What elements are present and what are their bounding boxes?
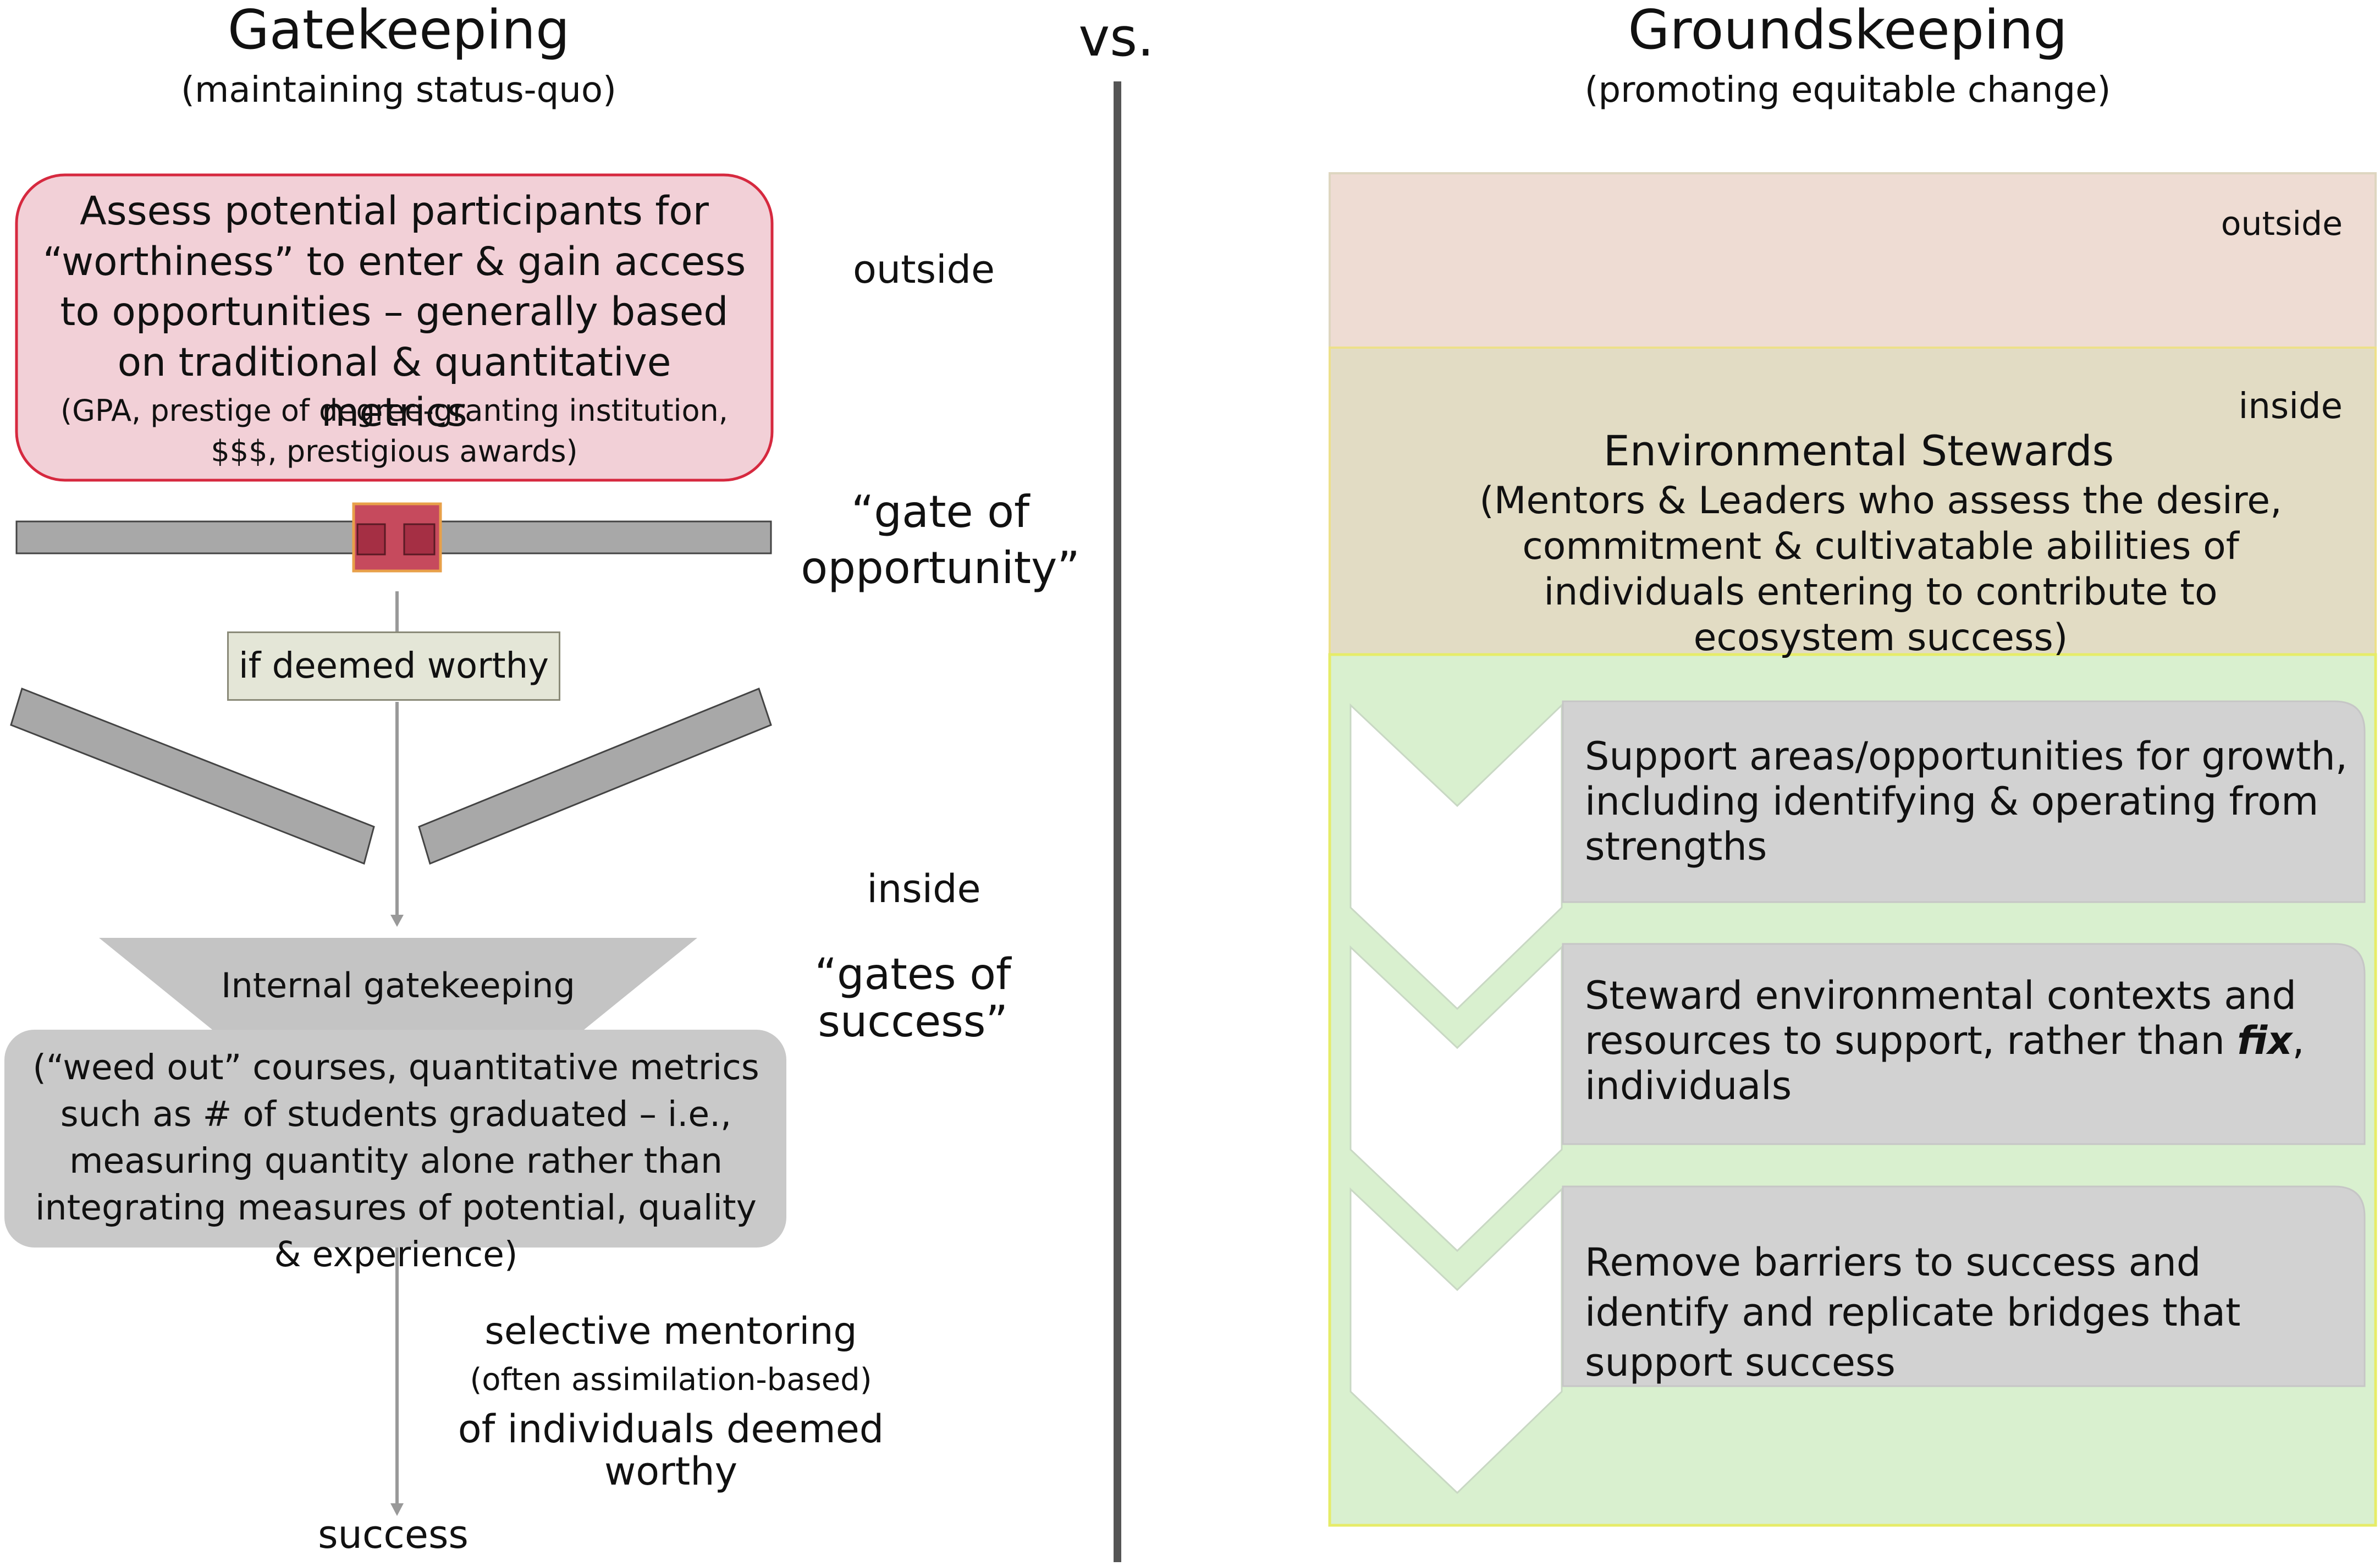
step-2-text: Steward environmental contexts and resou… — [1585, 973, 2349, 1109]
vs-label: vs. — [1078, 7, 1154, 68]
step-box-1 — [1562, 700, 2366, 903]
internal-box-shape — [4, 1030, 786, 1248]
step-box-2 — [1562, 943, 2366, 1145]
step-3-text: Remove barriers to success and identify … — [1585, 1240, 2241, 1385]
if-deemed-worthy-box: if deemed worthy — [227, 631, 560, 701]
chevron-3 — [1349, 1187, 1563, 1494]
mentoring-line-3: of individuals deemed worthy — [458, 1406, 884, 1494]
chevron-2 — [1349, 945, 1563, 1252]
success-label: success — [318, 1512, 469, 1557]
inside-zone — [1329, 347, 2377, 656]
right-inside-label: inside — [2238, 386, 2343, 427]
flow-arrow-head-1 — [390, 915, 404, 927]
gate-of-opportunity-label: “gate of opportunity” — [801, 486, 1080, 594]
assess-box-main-text: Assess potential participants for “worth… — [42, 188, 746, 436]
gates-of-success-label: “gates of success” — [814, 950, 1011, 1047]
funnel-slat-left — [10, 688, 375, 865]
step-1-text: Support areas/opportunities for growth, … — [1585, 734, 2348, 869]
step-2-text-emphasis: fix — [2237, 1018, 2293, 1063]
assess-box-shape — [15, 173, 774, 482]
environmental-stewards-desc: (Mentors & Leaders who assess the desire… — [1479, 479, 2282, 660]
step-2-text-before: Steward environmental contexts and resou… — [1585, 973, 2296, 1063]
internal-gatekeeping-shape — [99, 938, 697, 1030]
chevron-1 — [1349, 703, 1563, 1010]
flow-arrow-head-2 — [390, 1503, 404, 1516]
internal-box-text: (“weed out” courses, quantitative metric… — [32, 1047, 759, 1275]
internal-gatekeeping-label: Internal gatekeeping — [221, 965, 575, 1005]
gate-door-right-panel — [403, 523, 436, 556]
environmental-stewards-title: Environmental Stewards — [1603, 426, 2114, 475]
gatekeeping-subtitle: (maintaining status-quo) — [181, 70, 616, 111]
gatekeeping-title: Gatekeeping — [227, 0, 570, 62]
funnel-slat-right — [418, 688, 772, 865]
left-outside-label: outside — [852, 247, 995, 292]
groundskeeping-title: Groundskeeping — [1628, 0, 2068, 62]
groundskeeping-subtitle: (promoting equitable change) — [1584, 70, 2111, 111]
outside-zone — [1329, 172, 2377, 349]
left-inside-label: inside — [867, 866, 981, 911]
step-box-3 — [1562, 1185, 2366, 1387]
right-outside-label: outside — [2221, 205, 2343, 243]
gate-door-left-panel — [356, 523, 386, 556]
step-2-text-after: , individuals — [1585, 1018, 2305, 1108]
mentoring-line-2: (often assimilation-based) — [470, 1362, 872, 1398]
assess-box-detail-text: (GPA, prestige of degree-granting instit… — [60, 393, 728, 469]
mentoring-line-1: selective mentoring — [484, 1310, 857, 1353]
